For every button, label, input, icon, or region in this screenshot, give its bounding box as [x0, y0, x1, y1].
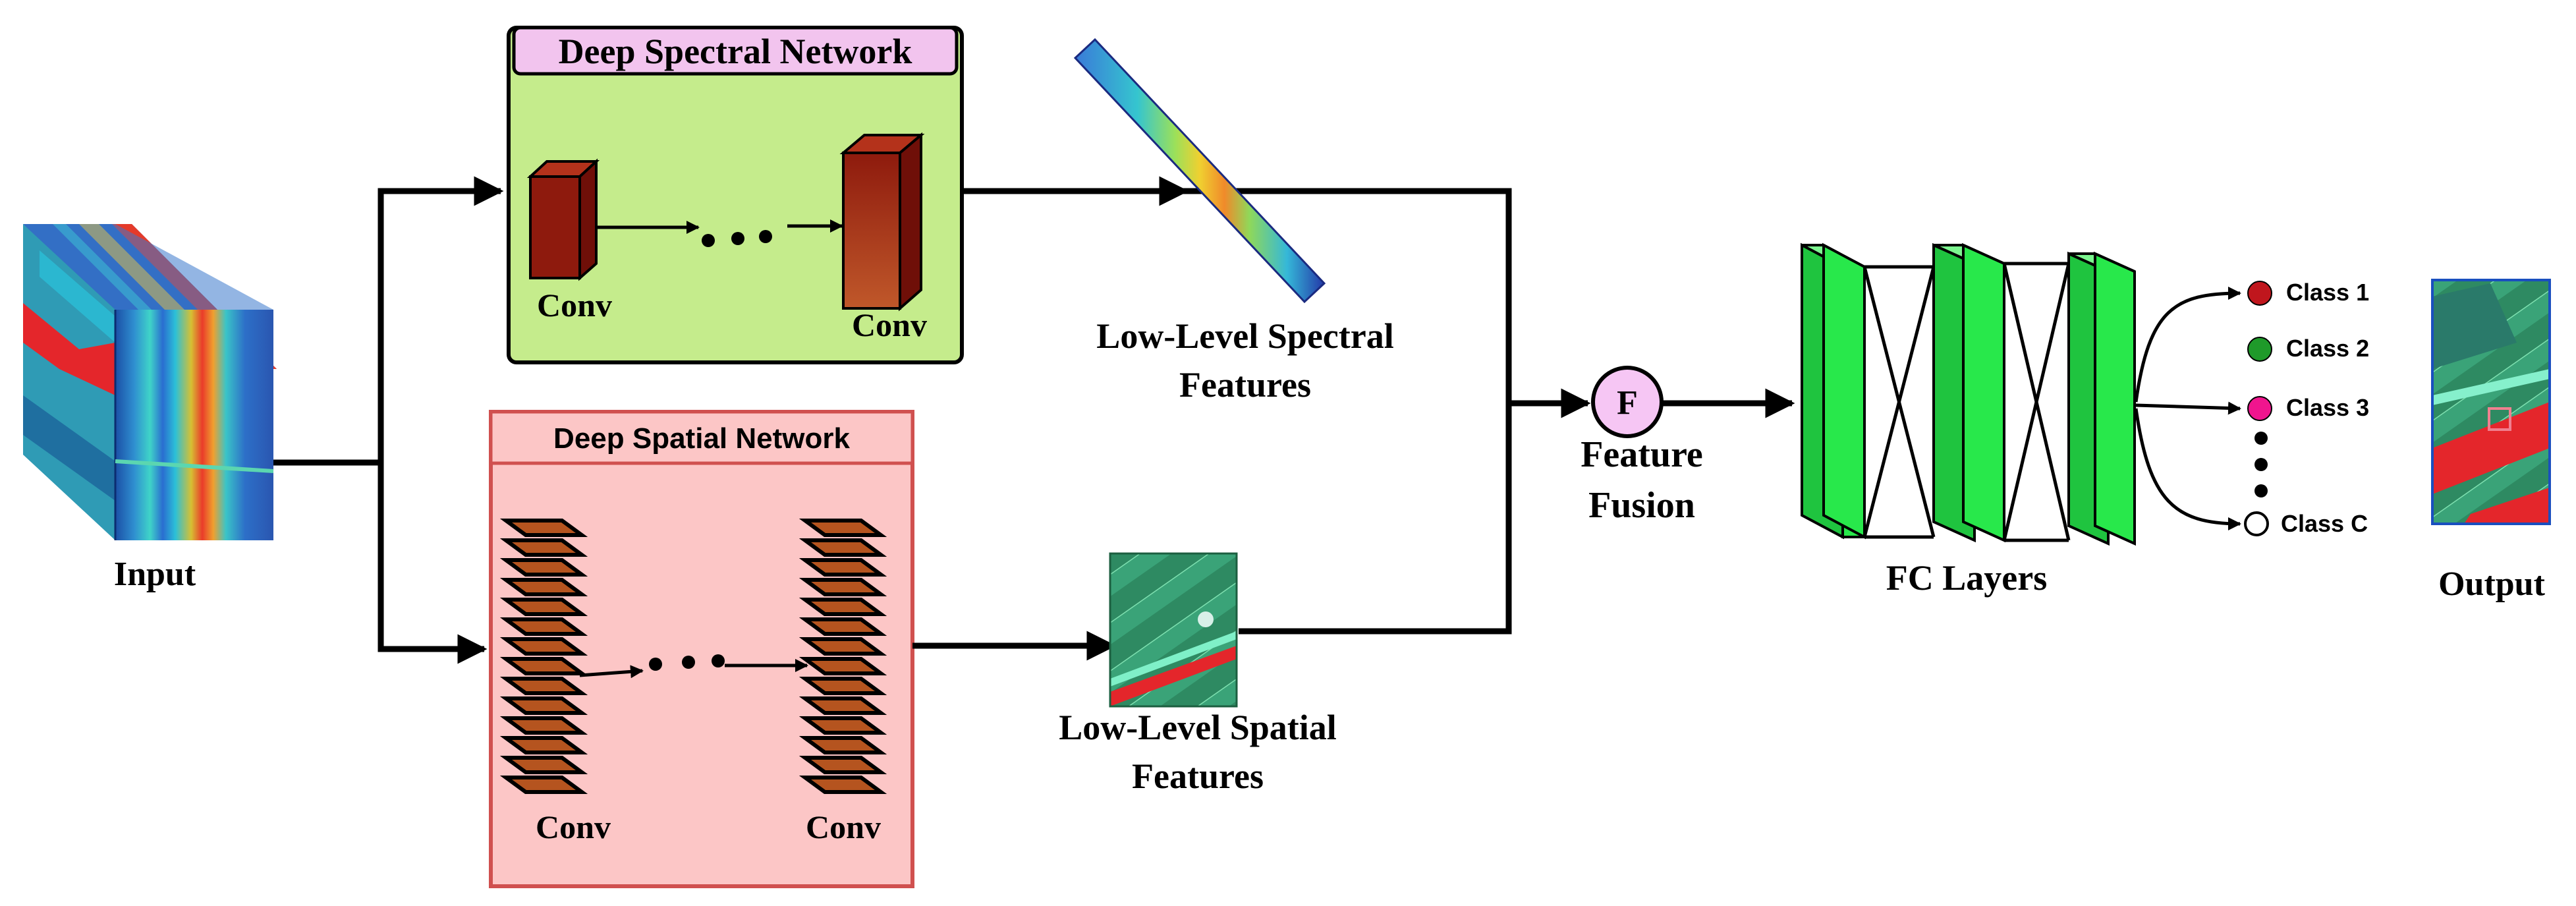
spectral-features-label-line1: Low-Level Spectral — [1096, 316, 1393, 356]
feature-map-plate — [798, 578, 887, 596]
feature-map-plate — [499, 716, 588, 735]
spatial-features-label-line2: Features — [1132, 756, 1264, 796]
feature-map-plate — [499, 598, 588, 616]
feature-map-plate — [798, 558, 887, 577]
feature-map-plate — [499, 519, 588, 537]
fusion-label-line1: Feature — [1581, 434, 1703, 475]
spatial-ellipsis-dots — [649, 654, 725, 671]
feature-map-plate — [798, 736, 887, 754]
feature-map-plate — [798, 538, 887, 557]
spatial-inner-arrow-1 — [579, 665, 644, 679]
spectral-conv-block-last — [839, 132, 925, 312]
class-2-label: Class 2 — [2286, 335, 2369, 362]
feature-map-plate — [499, 696, 588, 715]
class-c-node — [2244, 511, 2269, 536]
class-2-node — [2247, 337, 2272, 362]
spectral-conv-last-label: Conv — [852, 306, 927, 343]
class-3-node — [2247, 396, 2272, 421]
spatial-conv-last-label: Conv — [806, 808, 881, 845]
feature-map-plate — [798, 696, 887, 715]
feature-map-plate — [798, 677, 887, 695]
spectral-ellipsis-dots — [702, 230, 772, 247]
branch-to-spectral-arrow — [378, 176, 504, 463]
class-ellipsis-dots — [2254, 432, 2268, 497]
feature-map-plate — [798, 637, 887, 656]
feature-map-plate — [798, 519, 887, 537]
output-classification-map — [2431, 279, 2551, 525]
class-connectors — [2134, 287, 2241, 530]
spectral-network-title: Deep Spectral Network — [559, 32, 912, 71]
feature-map-plate — [499, 538, 588, 557]
fusion-label-line2: Fusion — [1588, 485, 1695, 526]
spectral-features-label-line2: Features — [1179, 365, 1311, 405]
fc-layers-label: FC Layers — [1886, 558, 2047, 598]
feature-map-plate — [499, 776, 588, 794]
spectral-conv-first-label: Conv — [537, 287, 612, 324]
feature-map-plate — [798, 598, 887, 616]
class-1-label: Class 1 — [2286, 279, 2369, 306]
spatial-network-title: Deep Spatial Network — [553, 422, 850, 455]
feature-map-plate — [499, 677, 588, 695]
spatial-feature-patch-image — [1109, 552, 1238, 708]
spatial-to-fusion-line — [1239, 403, 1512, 635]
class-c-label: Class C — [2281, 510, 2368, 537]
class-1-node — [2247, 281, 2272, 306]
feature-map-plate — [798, 756, 887, 774]
feature-map-plate — [499, 657, 588, 675]
feature-map-plate — [499, 637, 588, 656]
spectral-conv-block-first — [526, 158, 600, 281]
spatial-conv-stack-last — [798, 519, 887, 794]
feature-map-plate — [798, 657, 887, 675]
spectral-to-fusion-line — [1186, 188, 1512, 403]
feature-map-plate — [798, 617, 887, 636]
feature-map-plate — [499, 756, 588, 774]
input-hyperspectral-cube — [23, 224, 277, 540]
spatial-features-label-line1: Low-Level Spatial — [1059, 708, 1337, 747]
spectral-feature-strip-image — [1073, 38, 1326, 304]
input-label: Input — [114, 555, 196, 593]
branch-to-spatial-arrow — [378, 463, 488, 664]
feature-map-plate — [798, 776, 887, 794]
fc-layers — [1801, 242, 2136, 546]
spatial-conv-stack-first — [499, 519, 588, 794]
feature-map-plate — [499, 558, 588, 577]
feature-map-plate — [499, 736, 588, 754]
spatial-conv-first-label: Conv — [536, 808, 611, 845]
fusion-symbol: F — [1617, 384, 1638, 422]
class-3-label: Class 3 — [2286, 394, 2369, 421]
feature-map-plate — [798, 716, 887, 735]
output-label: Output — [2438, 565, 2546, 603]
feature-map-plate — [499, 578, 588, 596]
feature-map-plate — [499, 617, 588, 636]
